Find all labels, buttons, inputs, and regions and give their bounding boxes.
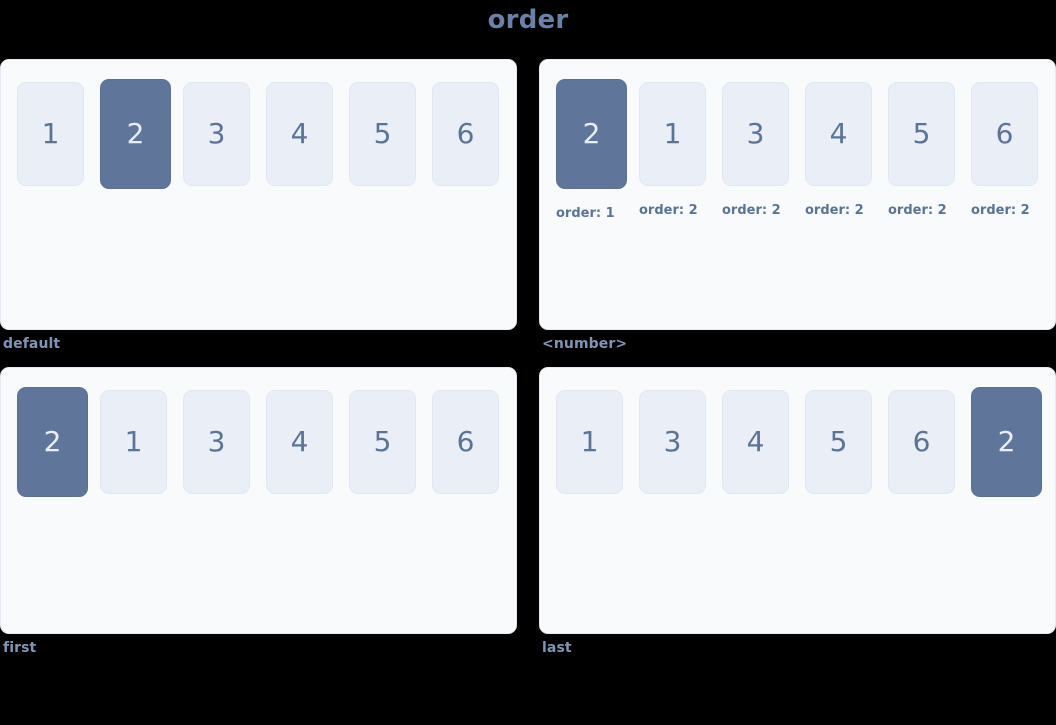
item-row-last: 1 3 4 5 6 2	[556, 387, 1054, 497]
order-box[interactable]: 6	[432, 390, 499, 494]
item-last-3: 5	[805, 390, 888, 494]
item-number-5: 6 order: 2	[971, 82, 1054, 218]
item-number-0: 2 order: 1	[556, 79, 639, 221]
item-last-4: 6	[888, 390, 971, 494]
item-default-1: 2	[100, 79, 183, 189]
order-value-label: order: 2	[722, 203, 781, 218]
order-box[interactable]: 5	[805, 390, 872, 494]
demo-cell-default: 1 2 3 4 5 6	[0, 59, 517, 352]
order-box-highlight[interactable]: 2	[971, 387, 1042, 497]
order-value-label: order: 2	[971, 203, 1030, 218]
demo-cell-last: 1 3 4 5 6 2	[539, 367, 1056, 656]
order-box-highlight[interactable]: 2	[100, 79, 171, 189]
demo-panel-first[interactable]: 2 1 3 4 5 6	[0, 367, 517, 634]
item-last-2: 4	[722, 390, 805, 494]
order-box[interactable]: 6	[432, 82, 499, 186]
item-first-4: 5	[349, 390, 432, 494]
order-value-label: order: 2	[639, 203, 698, 218]
demo-panel-number[interactable]: 2 order: 1 1 order: 2 3 order: 2 4 order…	[539, 59, 1056, 330]
order-box[interactable]: 4	[266, 82, 333, 186]
item-first-5: 6	[432, 390, 515, 494]
order-value-label: order: 2	[805, 203, 864, 218]
demo-cell-first: 2 1 3 4 5 6	[0, 367, 517, 656]
item-number-4: 5 order: 2	[888, 82, 971, 218]
order-box[interactable]: 5	[888, 82, 955, 186]
item-last-1: 3	[639, 390, 722, 494]
panel-caption-number: <number>	[542, 336, 628, 352]
panel-caption-default: default	[3, 336, 61, 352]
demo-grid: 1 2 3 4 5 6	[0, 59, 1056, 656]
order-box[interactable]: 3	[183, 390, 250, 494]
order-box[interactable]: 1	[17, 82, 84, 186]
order-box[interactable]: 4	[266, 390, 333, 494]
item-last-0: 1	[556, 390, 639, 494]
panel-caption-first: first	[3, 640, 37, 656]
item-row-default: 1 2 3 4 5 6	[17, 79, 515, 189]
order-box[interactable]: 5	[349, 390, 416, 494]
order-value-label: order: 1	[556, 206, 615, 221]
item-row-first: 2 1 3 4 5 6	[17, 387, 515, 497]
order-box[interactable]: 6	[888, 390, 955, 494]
item-default-0: 1	[17, 82, 100, 186]
order-box[interactable]: 4	[805, 82, 872, 186]
order-box[interactable]: 6	[971, 82, 1038, 186]
item-default-2: 3	[183, 82, 266, 186]
order-box[interactable]: 3	[722, 82, 789, 186]
item-first-1: 1	[100, 390, 183, 494]
order-box[interactable]: 1	[100, 390, 167, 494]
item-first-2: 3	[183, 390, 266, 494]
demo-panel-default[interactable]: 1 2 3 4 5 6	[0, 59, 517, 330]
item-number-1: 1 order: 2	[639, 82, 722, 218]
item-first-3: 4	[266, 390, 349, 494]
item-last-5: 2	[971, 387, 1054, 497]
order-box[interactable]: 3	[183, 82, 250, 186]
item-number-2: 3 order: 2	[722, 82, 805, 218]
item-first-0: 2	[17, 387, 100, 497]
demo-cell-number: 2 order: 1 1 order: 2 3 order: 2 4 order…	[539, 59, 1056, 352]
order-box[interactable]: 5	[349, 82, 416, 186]
panel-caption-last: last	[542, 640, 572, 656]
order-box-highlight[interactable]: 2	[17, 387, 88, 497]
item-row-number: 2 order: 1 1 order: 2 3 order: 2 4 order…	[556, 79, 1054, 221]
order-box[interactable]: 3	[639, 390, 706, 494]
item-default-4: 5	[349, 82, 432, 186]
order-box[interactable]: 1	[639, 82, 706, 186]
order-box[interactable]: 4	[722, 390, 789, 494]
item-default-5: 6	[432, 82, 515, 186]
order-box[interactable]: 1	[556, 390, 623, 494]
item-default-3: 4	[266, 82, 349, 186]
order-value-label: order: 2	[888, 203, 947, 218]
page-title: order	[487, 5, 569, 35]
demo-panel-last[interactable]: 1 3 4 5 6 2	[539, 367, 1056, 634]
item-number-3: 4 order: 2	[805, 82, 888, 218]
order-box-highlight[interactable]: 2	[556, 79, 627, 189]
